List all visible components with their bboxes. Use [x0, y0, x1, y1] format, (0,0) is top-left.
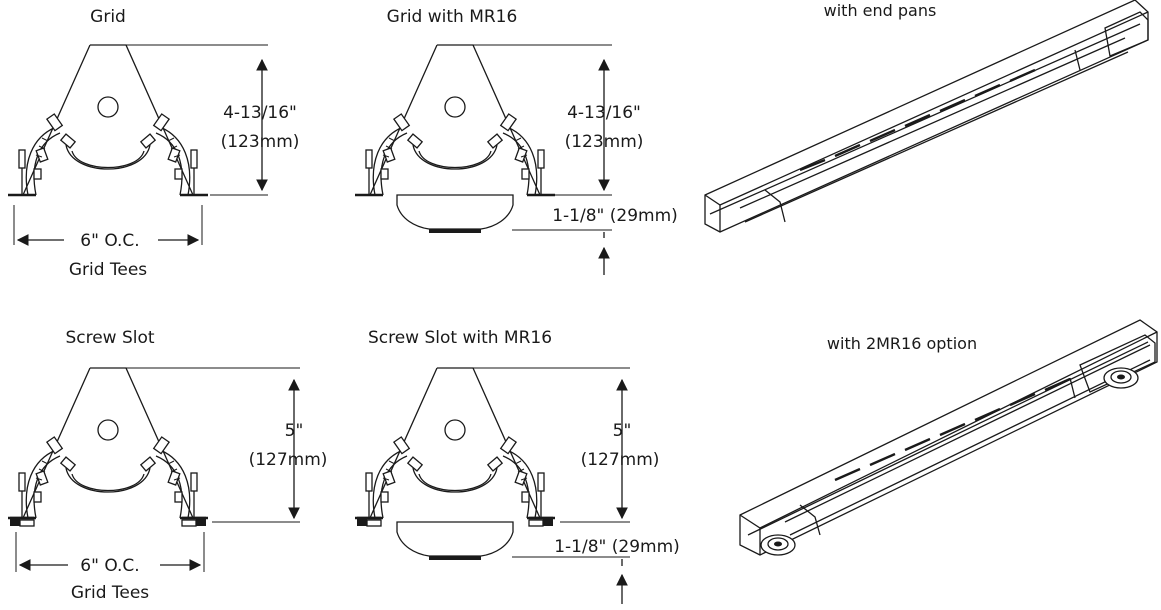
panel-title: Grid with MR16 [387, 7, 518, 27]
fixture-2mr16: with 2MR16 option [739, 319, 1158, 556]
height-label: 4-13/16" [567, 103, 641, 123]
lamp-label: 1-1/8" (29mm) [552, 206, 678, 226]
fixture-caption: with end pans [824, 1, 937, 20]
spacing-sub-label: Grid Tees [69, 260, 147, 280]
height-mm-label: (123mm) [565, 132, 644, 152]
panel-screw-slot: Screw Slot 5" (127mm) 6" O.C. Grid Tees [6, 328, 328, 603]
fixture-end-pans: with end pans [704, 0, 1149, 233]
height-mm-label: (127mm) [581, 450, 660, 470]
spacing-label: 6" O.C. [80, 556, 139, 576]
panel-title: Screw Slot with MR16 [368, 328, 552, 348]
spacing-label: 6" O.C. [80, 231, 139, 251]
fixture-caption: with 2MR16 option [827, 334, 977, 353]
panel-grid: Grid 4-13/16" (123mm) 6" O.C. Grid Tees [6, 7, 300, 280]
lamp-label: 1-1/8" (29mm) [554, 537, 680, 557]
spacing-sub-label: Grid Tees [71, 583, 149, 603]
panel-title: Screw Slot [65, 328, 154, 348]
mr16-lamp-icon [1103, 367, 1139, 389]
panel-title: Grid [90, 7, 126, 27]
height-label: 4-13/16" [223, 103, 297, 123]
height-label: 5" [285, 421, 304, 441]
height-mm-label: (127mm) [249, 450, 328, 470]
height-mm-label: (123mm) [221, 132, 300, 152]
mr16-lamp-icon [760, 534, 796, 556]
panel-screw-slot-mr16: Screw Slot with MR16 5" (127mm) 1-1/8" (… [353, 328, 680, 604]
height-label: 5" [613, 421, 632, 441]
panel-grid-mr16: Grid with MR16 4-13/16" (123mm) 1-1/8" (… [353, 7, 678, 275]
